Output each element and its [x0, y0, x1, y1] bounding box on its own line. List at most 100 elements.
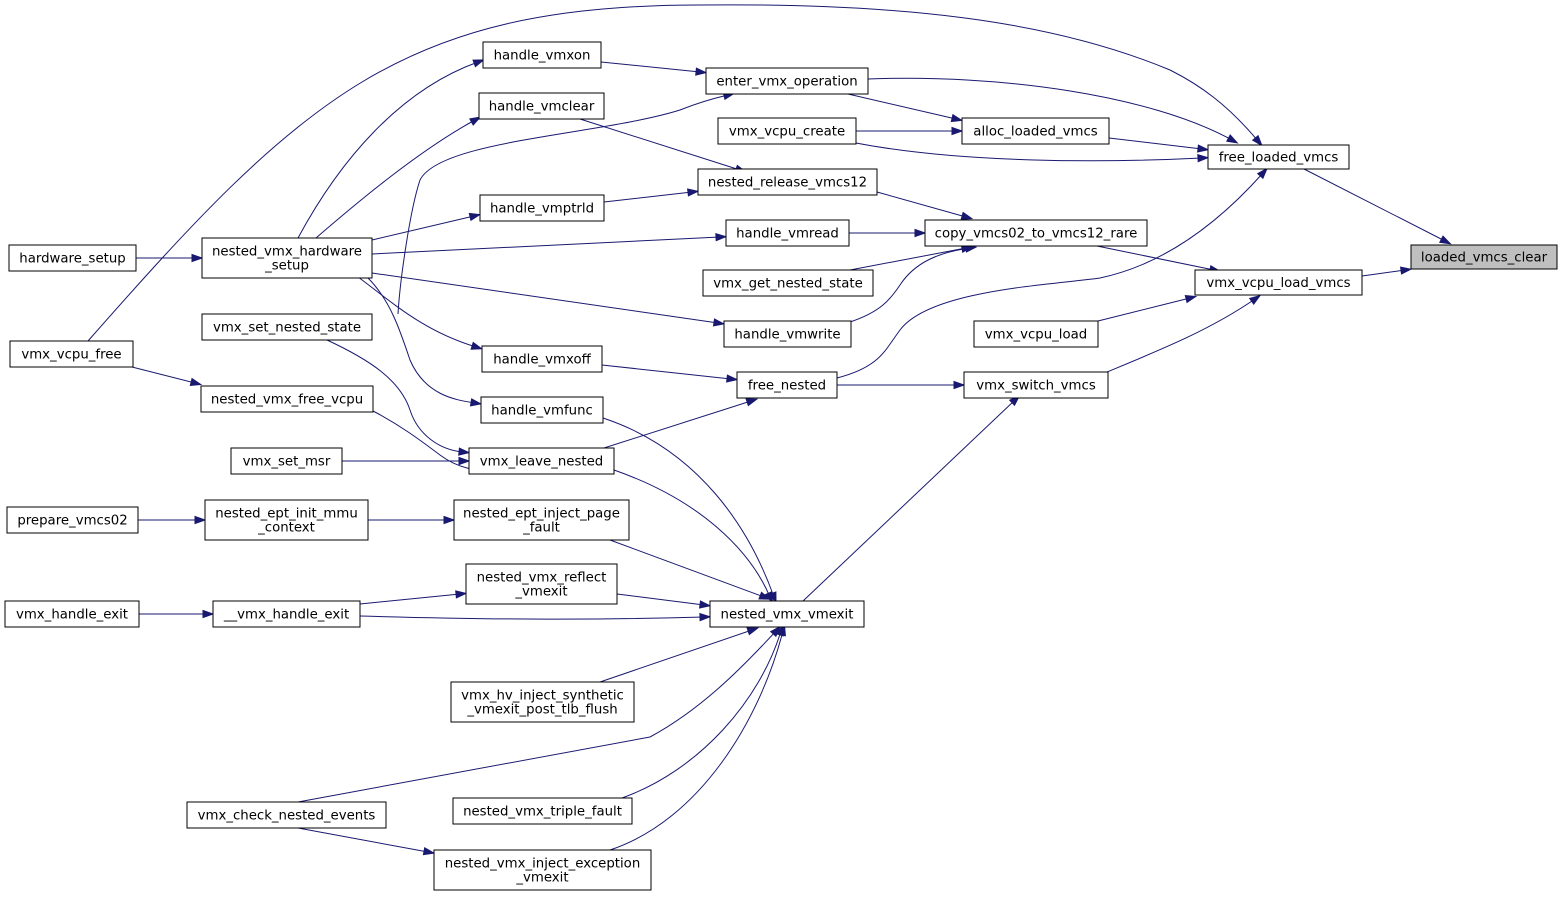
- edge-arrowhead: [1248, 294, 1262, 305]
- node-box: [702, 269, 874, 297]
- node-copy-vmcs02-to-vmcs12-rare[interactable]: copy_vmcs02_to_vmcs12_rare: [924, 219, 1148, 247]
- node-free-nested[interactable]: free_nested: [736, 371, 838, 399]
- node-vmx-vcpu-free[interactable]: vmx_vcpu_free: [9, 340, 134, 368]
- node---vmx-handle-exit[interactable]: __vmx_handle_exit: [212, 600, 361, 628]
- edge-arrowhead: [1197, 154, 1210, 163]
- edge-nested_vmx_reflect_vmexit-to-nested_vmx_vmexit: [616, 593, 712, 609]
- node-label: _context: [257, 521, 315, 536]
- node-box: [4, 600, 140, 628]
- edge-line: [349, 270, 477, 348]
- edge-free_nested-to-free_loaded_vmcs: [836, 167, 1269, 379]
- node-handle-vmfunc[interactable]: handle_vmfunc: [480, 396, 604, 424]
- node-vmx-switch-vmcs[interactable]: vmx_switch_vmcs: [963, 371, 1109, 399]
- node-vmx-vcpu-load-vmcs[interactable]: vmx_vcpu_load_vmcs: [1194, 269, 1363, 296]
- node-box: [201, 313, 373, 341]
- node-label: hardware_setup: [19, 252, 125, 267]
- node-label: vmx_leave_nested: [480, 455, 603, 470]
- edge-line: [1108, 137, 1203, 150]
- node-label: handle_vmclear: [489, 100, 595, 115]
- node-label: vmx_get_nested_state: [713, 277, 863, 292]
- node-hardware-setup[interactable]: hardware_setup: [8, 244, 137, 272]
- edge-nested_vmx_hardware_setup-to-handle_vmwrite: [371, 272, 726, 327]
- edge-vmx_vcpu_free-to-free_loaded_vmcs: [87, 4, 1263, 342]
- node-label: handle_vmxon: [494, 49, 591, 64]
- node-label: _vmexit: [515, 871, 568, 886]
- edge-line: [876, 191, 967, 218]
- edge-line: [1097, 297, 1191, 322]
- edge-arrowhead: [950, 113, 964, 123]
- node-nested-ept-inject-page-fault[interactable]: nested_ept_inject_page_fault: [453, 499, 630, 541]
- node-vmx-hv-inject-synthetic-vmexit-post-tlb-flush[interactable]: vmx_hv_inject_synthetic_vmexit_post_tlb_…: [450, 681, 635, 723]
- node-vmx-vcpu-load[interactable]: vmx_vcpu_load: [973, 320, 1099, 348]
- node-label: copy_vmcs02_to_vmcs12_rare: [935, 227, 1138, 242]
- node-vmx-set-nested-state[interactable]: vmx_set_nested_state: [201, 313, 373, 341]
- node-vmx-get-nested-state[interactable]: vmx_get_nested_state: [702, 269, 874, 297]
- node-free-loaded-vmcs[interactable]: free_loaded_vmcs: [1207, 144, 1350, 170]
- node-vmx-handle-exit[interactable]: vmx_handle_exit: [4, 600, 140, 628]
- node-alloc-loaded-vmcs[interactable]: alloc_loaded_vmcs: [961, 117, 1110, 145]
- node-vmx-set-msr[interactable]: vmx_set_msr: [230, 447, 343, 475]
- node-nested-vmx-hardware-setup[interactable]: nested_vmx_hardware_setup: [201, 237, 373, 279]
- edge-arrowhead: [469, 398, 483, 407]
- edge-arrowhead: [470, 341, 484, 350]
- edge-line: [836, 172, 1264, 379]
- node-box: [725, 219, 850, 247]
- edge-free_nested-to-vmx_switch_vmcs: [837, 380, 966, 390]
- node-handle-vmwrite[interactable]: handle_vmwrite: [723, 320, 852, 348]
- node-handle-vmxon[interactable]: handle_vmxon: [482, 41, 602, 69]
- edge-line: [855, 142, 1203, 162]
- node-handle-vmptrld[interactable]: handle_vmptrld: [479, 194, 605, 222]
- node-handle-vmclear[interactable]: handle_vmclear: [478, 92, 605, 120]
- edge-arrowhead: [960, 211, 974, 220]
- node-box: [1194, 269, 1363, 296]
- node-vmx-leave-nested[interactable]: vmx_leave_nested: [468, 447, 615, 475]
- node-nested-vmx-reflect-vmexit[interactable]: nested_vmx_reflect_vmexit: [465, 563, 618, 605]
- node-label: __vmx_handle_exit: [223, 608, 349, 623]
- node-enter-vmx-operation[interactable]: enter_vmx_operation: [705, 67, 869, 95]
- node-vmx-check-nested-events[interactable]: vmx_check_nested_events: [186, 801, 387, 829]
- node-nested-ept-init-mmu-context[interactable]: nested_ept_init_mmu_context: [204, 499, 369, 541]
- edge-arrowhead: [194, 515, 207, 525]
- node-nested-vmx-free-vcpu[interactable]: nested_vmx_free_vcpu: [200, 385, 374, 413]
- edge-arrowhead: [469, 116, 482, 126]
- node-handle-vmxoff[interactable]: handle_vmxoff: [481, 345, 603, 373]
- edge-arrowhead: [422, 847, 436, 856]
- edge-line: [802, 399, 1016, 602]
- node-prepare-vmcs02[interactable]: prepare_vmcs02: [6, 506, 139, 534]
- node-nested-release-vmcs12[interactable]: nested_release_vmcs12: [697, 168, 878, 196]
- node-label: free_loaded_vmcs: [1219, 151, 1339, 166]
- edge-vmx_leave_nested-to-nested_vmx_vmexit: [613, 469, 774, 604]
- edge-arrowhead: [914, 228, 927, 238]
- node-box: [723, 320, 852, 348]
- node-box: [705, 67, 869, 95]
- edge-vmx_set_nested_state-to-vmx_leave_nested: [326, 339, 471, 456]
- node-box: [453, 499, 630, 541]
- node-nested-vmx-triple-fault[interactable]: nested_vmx_triple_fault: [452, 797, 633, 825]
- node-box: [709, 600, 865, 628]
- edge-nested_vmx_hardware_setup-to-handle_vmclear: [315, 116, 482, 239]
- edge-nested_vmx_vmexit-to-vmx_switch_vmcs: [802, 394, 1021, 602]
- edge-line: [1361, 269, 1406, 277]
- edge-nested_vmx_hardware_setup-to-handle_vmptrld: [371, 212, 482, 241]
- edge-vmx_vcpu_free-to-nested_vmx_free_vcpu: [131, 366, 203, 386]
- node-vmx-vcpu-create[interactable]: vmx_vcpu_create: [717, 117, 857, 145]
- node-box: [481, 345, 603, 373]
- edge-line: [397, 94, 729, 315]
- edge-vmx_get_nested_state-to-copy_vmcs02_to_vmcs12_rare: [849, 244, 974, 271]
- node-label: alloc_loaded_vmcs: [973, 125, 1097, 140]
- node-nested-vmx-vmexit[interactable]: nested_vmx_vmexit: [709, 600, 865, 628]
- node-box: [482, 41, 602, 69]
- edge-prepare_vmcs02-to-nested_ept_init_mmu_context: [138, 515, 207, 525]
- node-handle-vmread[interactable]: handle_vmread: [725, 219, 850, 247]
- node-loaded-vmcs-clear[interactable]: loaded_vmcs_clear: [1410, 244, 1558, 270]
- edge-arrowhead: [699, 600, 712, 609]
- edge-handle_vmptrld-to-nested_release_vmcs12: [603, 188, 700, 203]
- node-nested-vmx-inject-exception-vmexit[interactable]: nested_vmx_inject_exception_vmexit: [433, 849, 652, 891]
- edge-line: [849, 247, 967, 271]
- edge-line: [867, 77, 1233, 141]
- node-box: [478, 92, 605, 120]
- edge-arrowhead: [758, 591, 772, 600]
- edge-nested_vmx_inject_exception_vmexit-to-nested_vmx_vmexit: [609, 623, 786, 851]
- edge-line: [603, 400, 752, 449]
- node-label: _fault: [522, 521, 560, 536]
